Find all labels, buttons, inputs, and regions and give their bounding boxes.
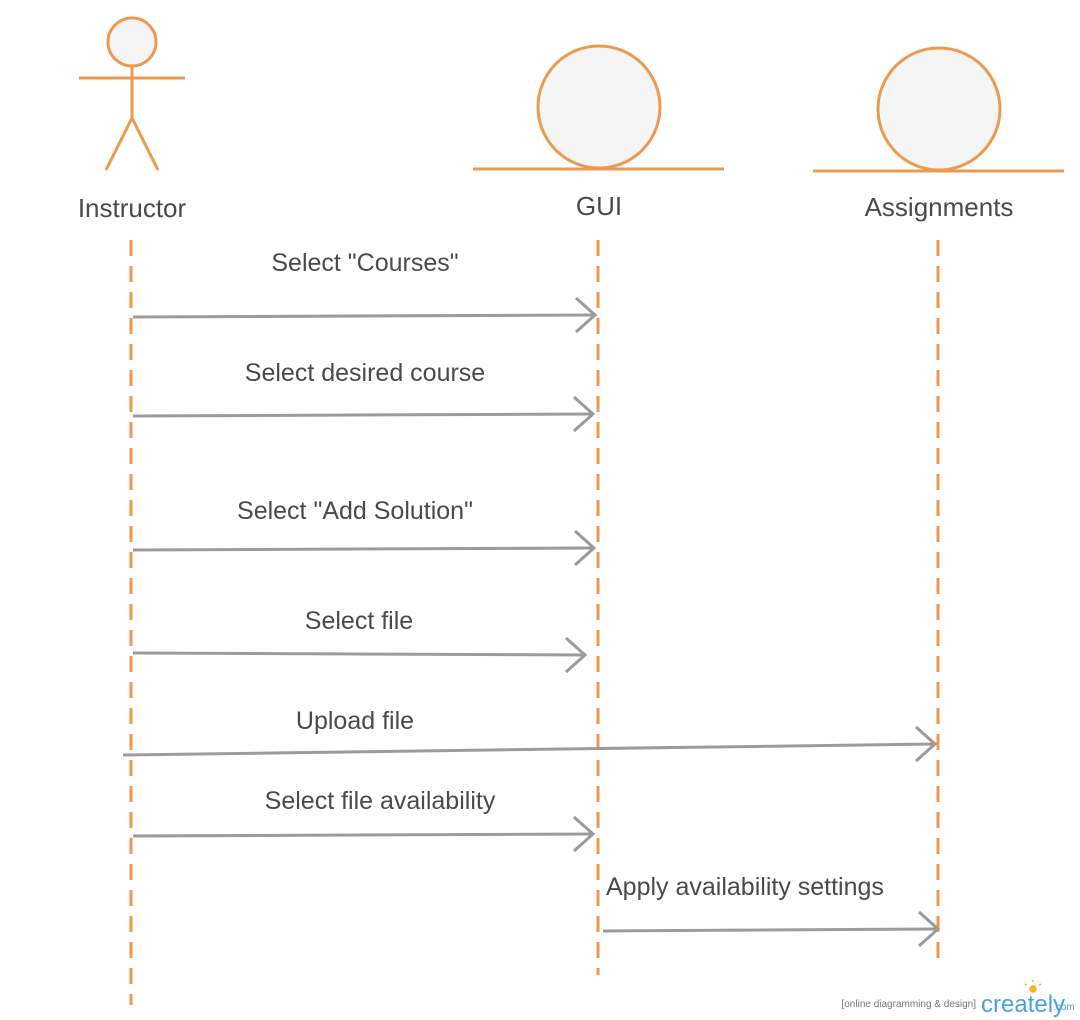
watermark-suffix: .com (1053, 1002, 1075, 1013)
arrowhead-icon (572, 395, 596, 433)
message-label: Select file (305, 607, 413, 635)
actor-instructor-icon (79, 16, 185, 171)
participant-label-assignments: Assignments (865, 192, 1014, 222)
message-label: Apply availability settings (606, 873, 884, 901)
message-arrow-line (132, 651, 585, 657)
message-arrow-line (122, 742, 935, 757)
watermark-tagline: [online diagramming & design] (841, 999, 976, 1010)
message-label: Select "Add Solution" (237, 497, 473, 525)
gui-entity-icon (473, 44, 724, 171)
message-arrow-line (132, 313, 595, 319)
sun-icon (1024, 980, 1042, 993)
message-label: Upload file (296, 707, 414, 735)
participant-label-gui: GUI (576, 191, 622, 221)
message-arrow-line (132, 832, 593, 838)
message-arrow-line (132, 546, 594, 552)
arrowhead-icon (914, 725, 938, 763)
arrowhead-icon (574, 296, 598, 334)
message-arrow-line (602, 927, 938, 933)
arrowhead-icon (572, 815, 596, 853)
arrowhead-icon (573, 529, 597, 567)
participant-label-instructor: Instructor (78, 193, 187, 223)
message-arrow-line (132, 412, 593, 418)
message-label: Select "Courses" (271, 249, 458, 277)
arrowhead-icon (564, 636, 588, 674)
message-label: Select desired course (245, 359, 485, 387)
arrowhead-icon (917, 910, 941, 948)
watermark-brand: creately (981, 991, 1065, 1018)
assignments-entity-icon (813, 46, 1064, 173)
message-label: Select file availability (265, 787, 496, 815)
